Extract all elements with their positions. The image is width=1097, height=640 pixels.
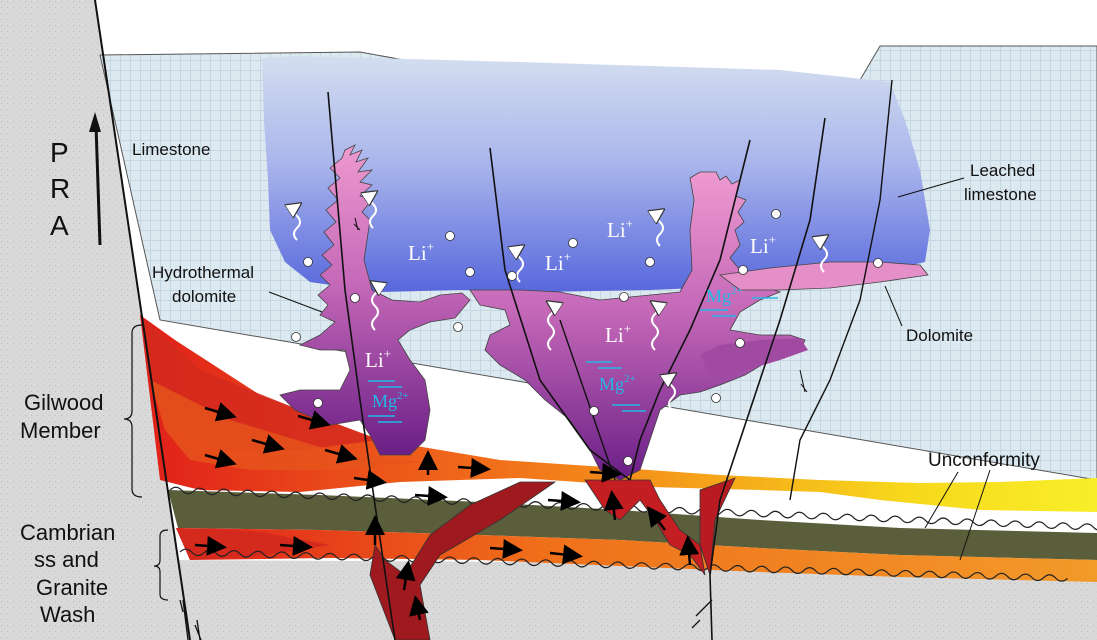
dolomite-label: Dolomite — [906, 326, 973, 345]
unconformity-label: Unconformity — [928, 450, 1040, 471]
leached-limestone-label-1: Leached — [970, 161, 1035, 180]
cambrian-label-2: ss and — [34, 547, 99, 572]
hydrothermal-dolomite-label-2: dolomite — [172, 287, 236, 306]
gilwood-label-1: Gilwood — [24, 390, 103, 415]
pra-label-p: P — [50, 137, 69, 168]
gilwood-label-2: Member — [20, 418, 101, 443]
cambrian-label-3: Granite — [36, 575, 108, 600]
cambrian-label-1: Cambrian — [20, 520, 115, 545]
leached-limestone-label-2: limestone — [964, 185, 1037, 204]
pra-label-a: A — [50, 210, 69, 241]
hydrothermal-dolomite-label-1: Hydrothermal — [152, 263, 254, 282]
pra-label-r: R — [50, 173, 70, 204]
cambrian-label-4: Wash — [40, 602, 95, 627]
limestone-label: Limestone — [132, 140, 210, 159]
